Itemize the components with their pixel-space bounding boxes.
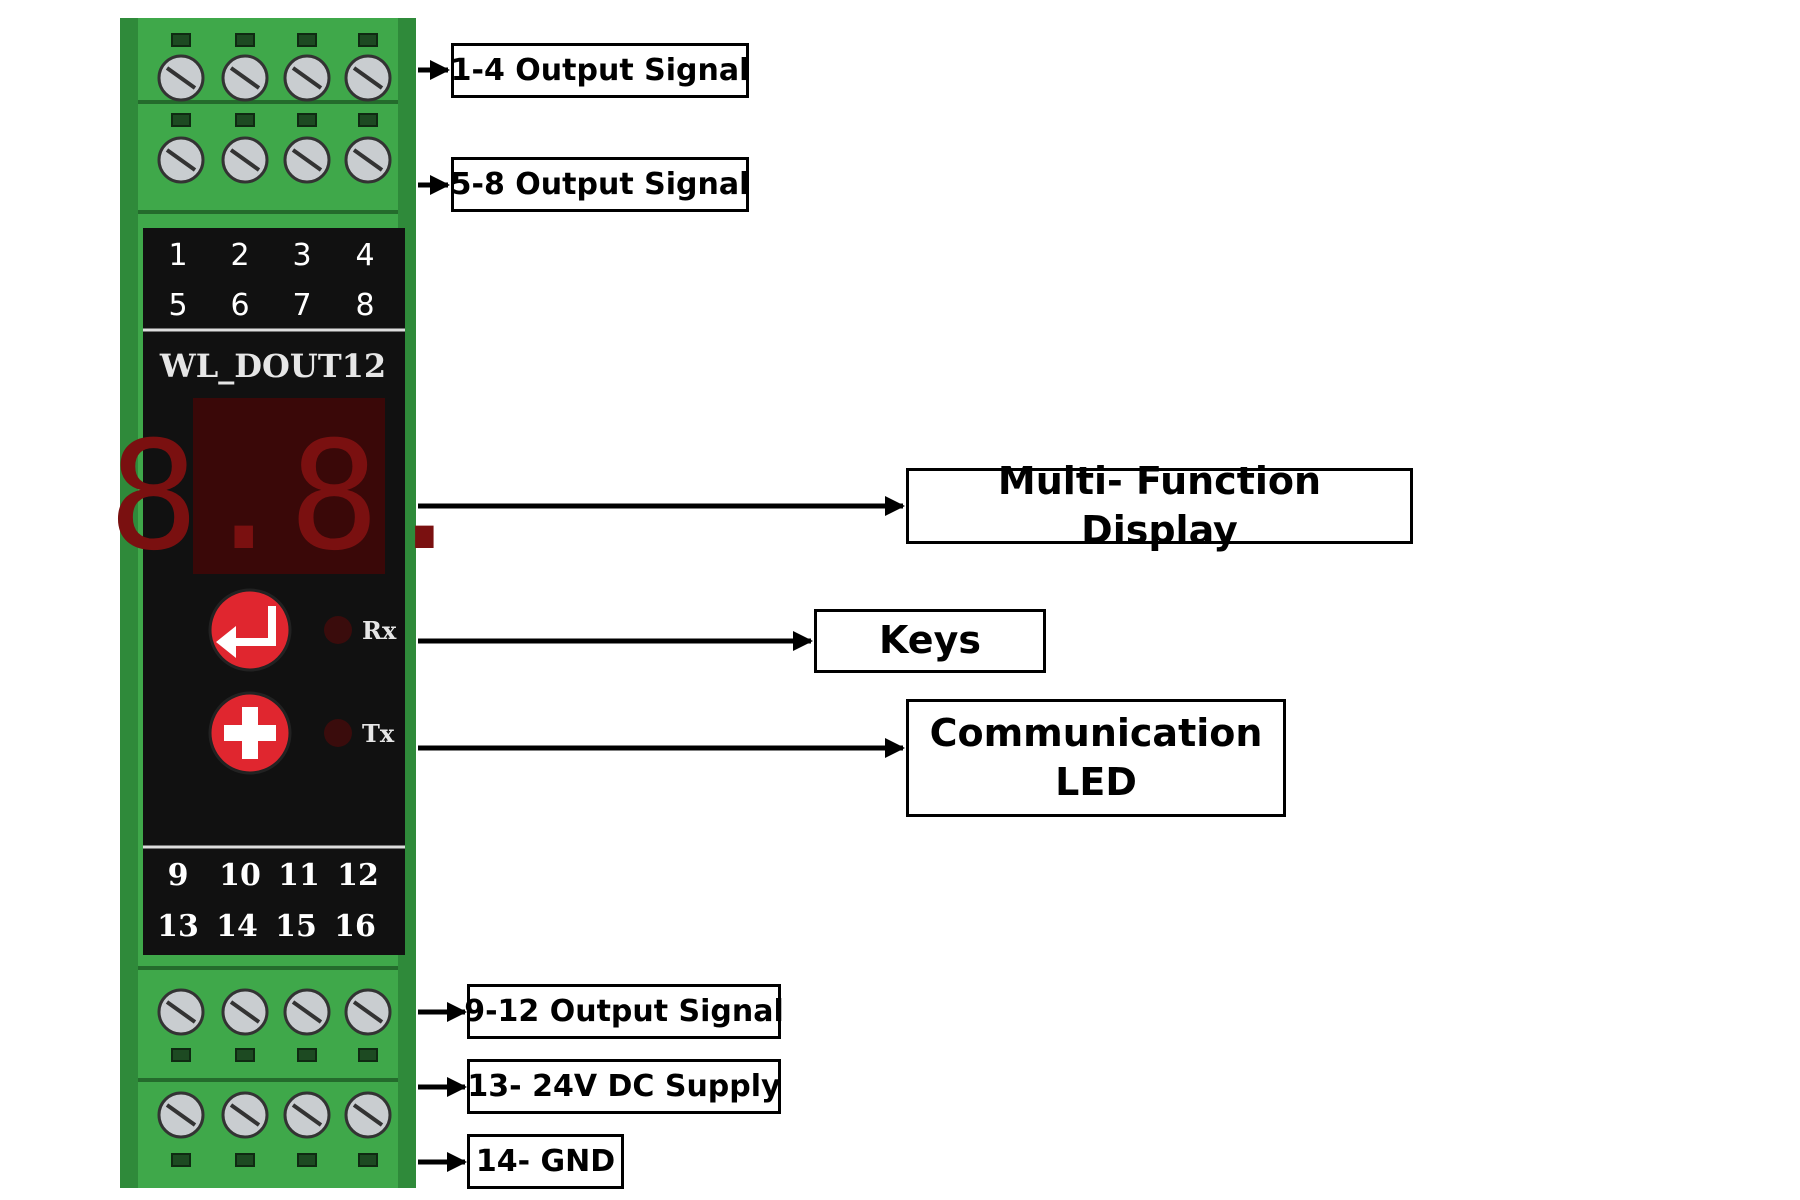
terminal-slot: [235, 113, 255, 127]
enter-key[interactable]: [208, 588, 292, 672]
channel-number: 6: [230, 288, 249, 323]
callout-label: Multi- Function Display: [997, 458, 1322, 552]
terminal-slot: [297, 1048, 317, 1062]
channel-number: 10: [219, 858, 261, 893]
channel-number: 15: [275, 909, 317, 944]
screw-slot: [229, 66, 261, 90]
seven-segment-display: 8.8.: [108, 398, 470, 584]
terminal-slot: [171, 1153, 191, 1167]
panel-face: [143, 228, 405, 955]
terminal-slot: [297, 1153, 317, 1167]
channel-number: 1: [168, 238, 187, 273]
terminal-slot: [171, 113, 191, 127]
channel-number: 7: [292, 288, 311, 323]
channel-number: 3: [292, 238, 311, 273]
channel-number: 11: [278, 858, 320, 893]
callout-keys: Keys: [814, 609, 1046, 673]
tx-led: [324, 719, 352, 747]
callout-label: Communication LED: [929, 710, 1263, 804]
channel-number: 5: [168, 288, 187, 323]
callout-label: Keys: [879, 618, 981, 663]
channel-number: 9: [168, 858, 189, 893]
terminal-slot: [358, 1153, 378, 1167]
screw-slot: [165, 1000, 197, 1024]
terminal-slot: [358, 1048, 378, 1062]
bottom-channel-numbers: 9 10 11 12 13 14 15 16: [157, 858, 379, 944]
rx-label: Rx: [362, 616, 397, 645]
screw-slot: [229, 148, 261, 172]
screw-slot: [352, 66, 384, 90]
top-channel-numbers: 1 2 3 4 5 6 7 8: [168, 238, 374, 323]
front-panel: [143, 228, 405, 955]
callout-output-9-12: 9-12 Output Signal: [464, 984, 784, 1039]
tx-label: Tx: [362, 719, 395, 748]
model-name: WL_DOUT12: [159, 347, 386, 385]
channel-number: 8: [355, 288, 374, 323]
callout-gnd: 14- GND: [467, 1134, 624, 1189]
channel-number: 2: [230, 238, 249, 273]
terminal-blocks: [157, 33, 392, 1167]
screw-slot: [229, 1103, 261, 1127]
terminal-slot: [358, 33, 378, 47]
terminal-slot: [235, 1153, 255, 1167]
screw-slot: [291, 1000, 323, 1024]
display-digits: 8.8.: [108, 410, 469, 584]
housing-side-shade: [120, 18, 138, 1188]
channel-number: 16: [334, 909, 376, 944]
channel-number: 13: [157, 909, 199, 944]
terminal-slot: [358, 113, 378, 127]
screw-slot: [291, 1103, 323, 1127]
callout-label: 13- 24V DC Supply: [467, 1069, 781, 1104]
screw-slot: [229, 1000, 261, 1024]
screw-slot: [165, 1103, 197, 1127]
callout-label: 1-4 Output Signal: [450, 53, 750, 88]
screw-slot: [352, 1000, 384, 1024]
callout-display: Multi- Function Display: [906, 459, 1413, 552]
channel-number: 12: [337, 858, 379, 893]
terminal-slot: [297, 113, 317, 127]
screw-slot: [352, 1103, 384, 1127]
callout-comm-led: Communication LED: [906, 699, 1286, 817]
plus-key[interactable]: [208, 691, 292, 775]
channel-number: 14: [216, 909, 258, 944]
enter-arrow-icon: [216, 606, 276, 658]
callout-label: 9-12 Output Signal: [464, 994, 784, 1029]
screw-slot: [291, 148, 323, 172]
terminal-slot: [297, 33, 317, 47]
plus-icon: [224, 707, 276, 759]
terminal-slot: [171, 33, 191, 47]
terminal-slot: [235, 1048, 255, 1062]
rx-led: [324, 616, 352, 644]
screw-slot: [165, 66, 197, 90]
communication-leds: Rx Tx: [324, 616, 397, 748]
terminal-slot: [171, 1048, 191, 1062]
callout-output-1-4: 1-4 Output Signal: [451, 43, 749, 98]
terminal-slot: [235, 33, 255, 47]
callout-output-5-8: 5-8 Output Signal: [451, 157, 749, 212]
callout-arrows: [418, 60, 905, 1172]
callout-supply: 13- 24V DC Supply: [467, 1059, 781, 1114]
channel-number: 4: [355, 238, 374, 273]
screw-slot: [165, 148, 197, 172]
callout-label: 14- GND: [475, 1144, 616, 1179]
display-window: [193, 398, 385, 574]
screw-slot: [352, 148, 384, 172]
screw-slot: [291, 66, 323, 90]
callout-label: 5-8 Output Signal: [450, 167, 750, 202]
